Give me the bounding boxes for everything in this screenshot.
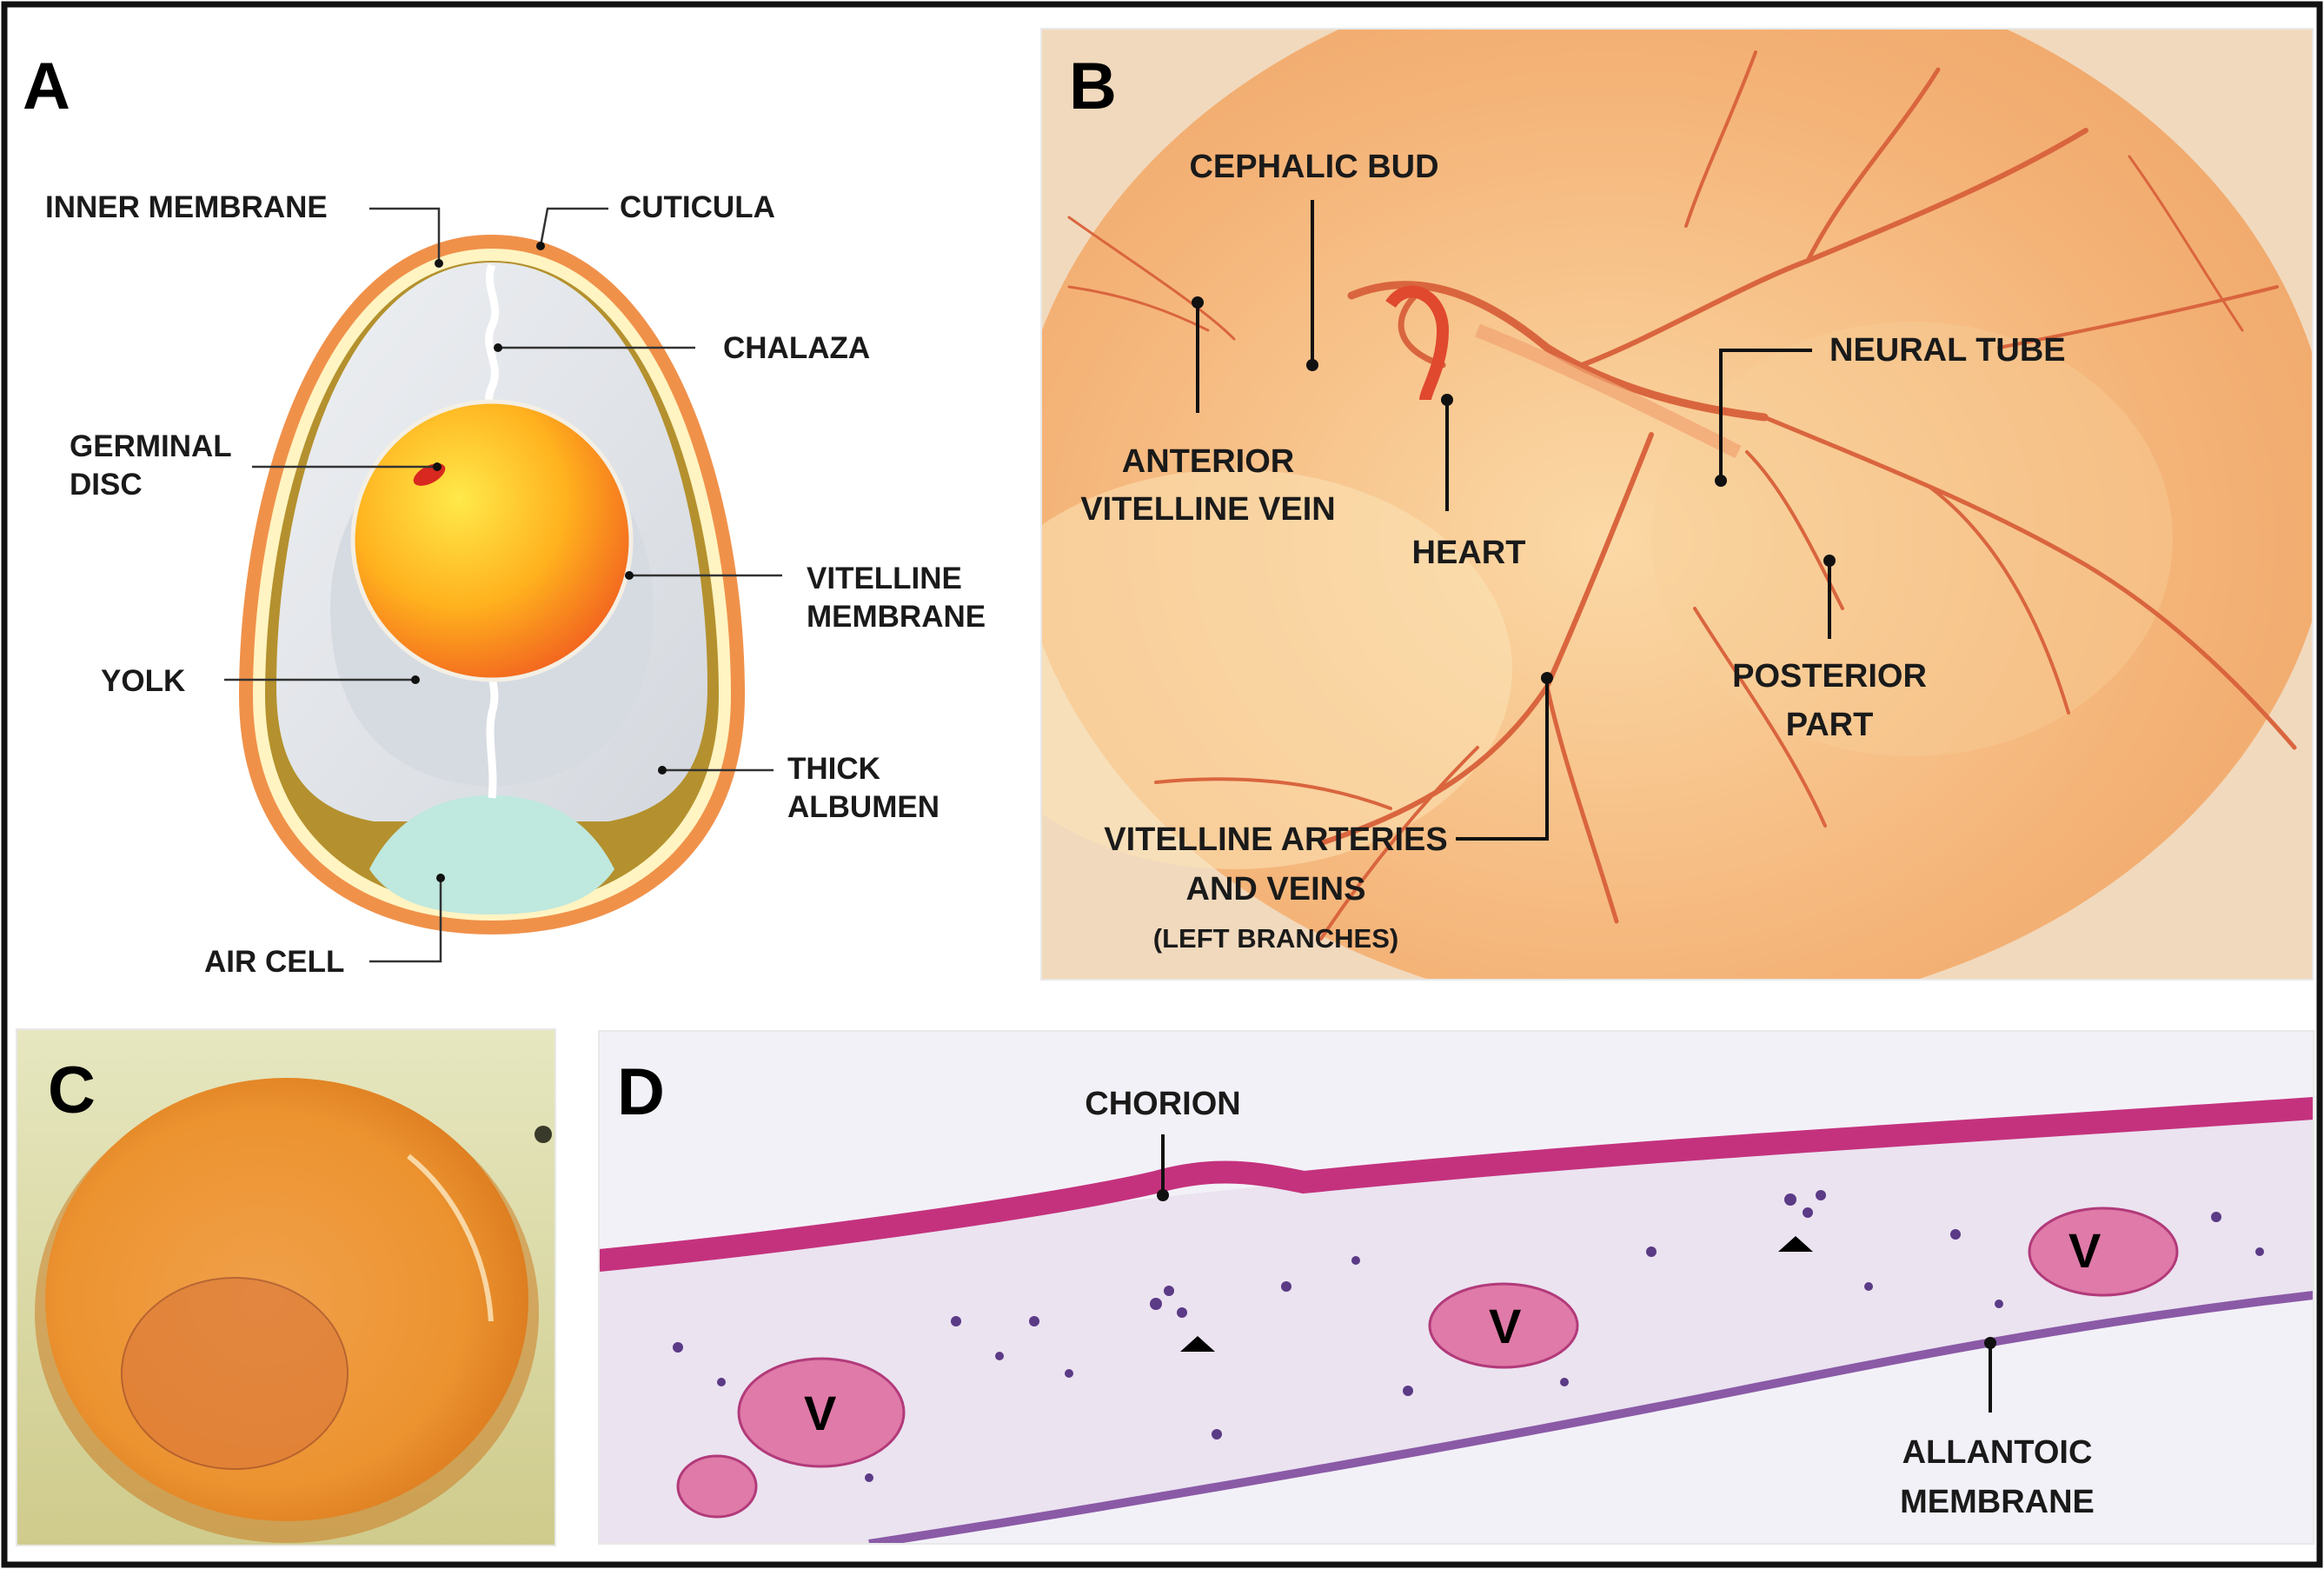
label-neural-tube: NEURAL TUBE — [1829, 332, 2066, 369]
label-inner-membrane: INNER MEMBRANE — [45, 190, 328, 224]
blood-vessels — [1067, 50, 2297, 941]
vessel-label-2: V — [1489, 1299, 1521, 1353]
label-thick-albumen-line1: THICK — [787, 752, 880, 786]
chorion-layer — [599, 1097, 2314, 1272]
label-yolk: YOLK — [101, 664, 185, 698]
panel-a-egg-diagram — [239, 235, 745, 934]
panel-a-labels: A INNER MEMBRANE CUTICULA CHALAZA GERMIN… — [23, 50, 986, 979]
label-chalaza: CHALAZA — [723, 331, 870, 365]
air-cell — [369, 795, 614, 914]
panel-b-border — [1040, 28, 2314, 981]
allantoic-layer — [868, 1291, 2314, 1544]
panel-c-border — [16, 1028, 556, 1546]
label-air-cell: AIR CELL — [204, 945, 344, 979]
panel-a-leaders — [224, 207, 782, 963]
panel-d-letter: D — [617, 1055, 665, 1129]
label-vitelline-arteries-line1: VITELLINE ARTERIES — [1104, 821, 1448, 858]
panel-b-labels: B CEPHALIC BUD NEURAL TUBE ANTERIOR VITE… — [1069, 50, 2066, 954]
label-heart: HEART — [1412, 535, 1526, 571]
panel-c-yolk-photo — [17, 1029, 555, 1546]
label-posterior-part-line1: POSTERIOR — [1732, 658, 1927, 695]
label-chorion: CHORION — [1085, 1086, 1240, 1122]
label-cephalic-bud: CEPHALIC BUD — [1189, 149, 1438, 185]
vessel-label-1: V — [804, 1386, 836, 1440]
arrowhead-2 — [1778, 1236, 1813, 1252]
label-cuticula: CUTICULA — [620, 190, 775, 224]
neural-tube-shape — [1475, 323, 1742, 459]
label-germinal-disc-line2: DISC — [70, 468, 143, 502]
label-thick-albumen-line2: ALBUMEN — [787, 790, 940, 824]
panel-b-embryo-photo — [1041, 29, 2313, 980]
label-vitelline-arteries-line2: AND VEINS — [1186, 871, 1366, 907]
label-germinal-disc-line1: GERMINAL — [70, 429, 232, 463]
label-posterior-part-line2: PART — [1786, 707, 1874, 743]
yolk — [350, 399, 634, 682]
label-vitelline-membrane-line1: VITELLINE — [807, 562, 962, 595]
label-allantoic-line2: MEMBRANE — [1900, 1484, 2095, 1520]
label-anterior-vitelline-vein-line2: VITELLINE VEIN — [1080, 491, 1335, 528]
panel-c-letter: C — [48, 1054, 96, 1127]
label-allantoic-line1: ALLANTOIC — [1902, 1434, 2093, 1471]
panel-d-leaders — [1157, 1134, 1996, 1413]
panel-d-border — [598, 1030, 2314, 1545]
vessel-label-3: V — [2068, 1223, 2101, 1278]
panel-b-leaders — [1192, 200, 1836, 841]
label-vitelline-arteries-line3: (LEFT BRANCHES) — [1153, 923, 1398, 954]
panel-a-letter: A — [23, 50, 70, 123]
label-vitelline-membrane-line2: MEMBRANE — [807, 600, 986, 634]
arrowhead-1 — [1180, 1336, 1215, 1352]
panel-d-labels: D CHORION ALLANTOIC MEMBRANE V V V — [617, 1055, 2101, 1520]
panel-b-letter: B — [1069, 50, 1117, 123]
nuclei-cluster — [673, 1190, 2264, 1482]
label-anterior-vitelline-vein-line1: ANTERIOR — [1122, 443, 1294, 480]
panel-d-histology — [599, 1031, 2314, 1544]
heart-shape — [1385, 285, 1450, 402]
vessels — [676, 1207, 2179, 1519]
